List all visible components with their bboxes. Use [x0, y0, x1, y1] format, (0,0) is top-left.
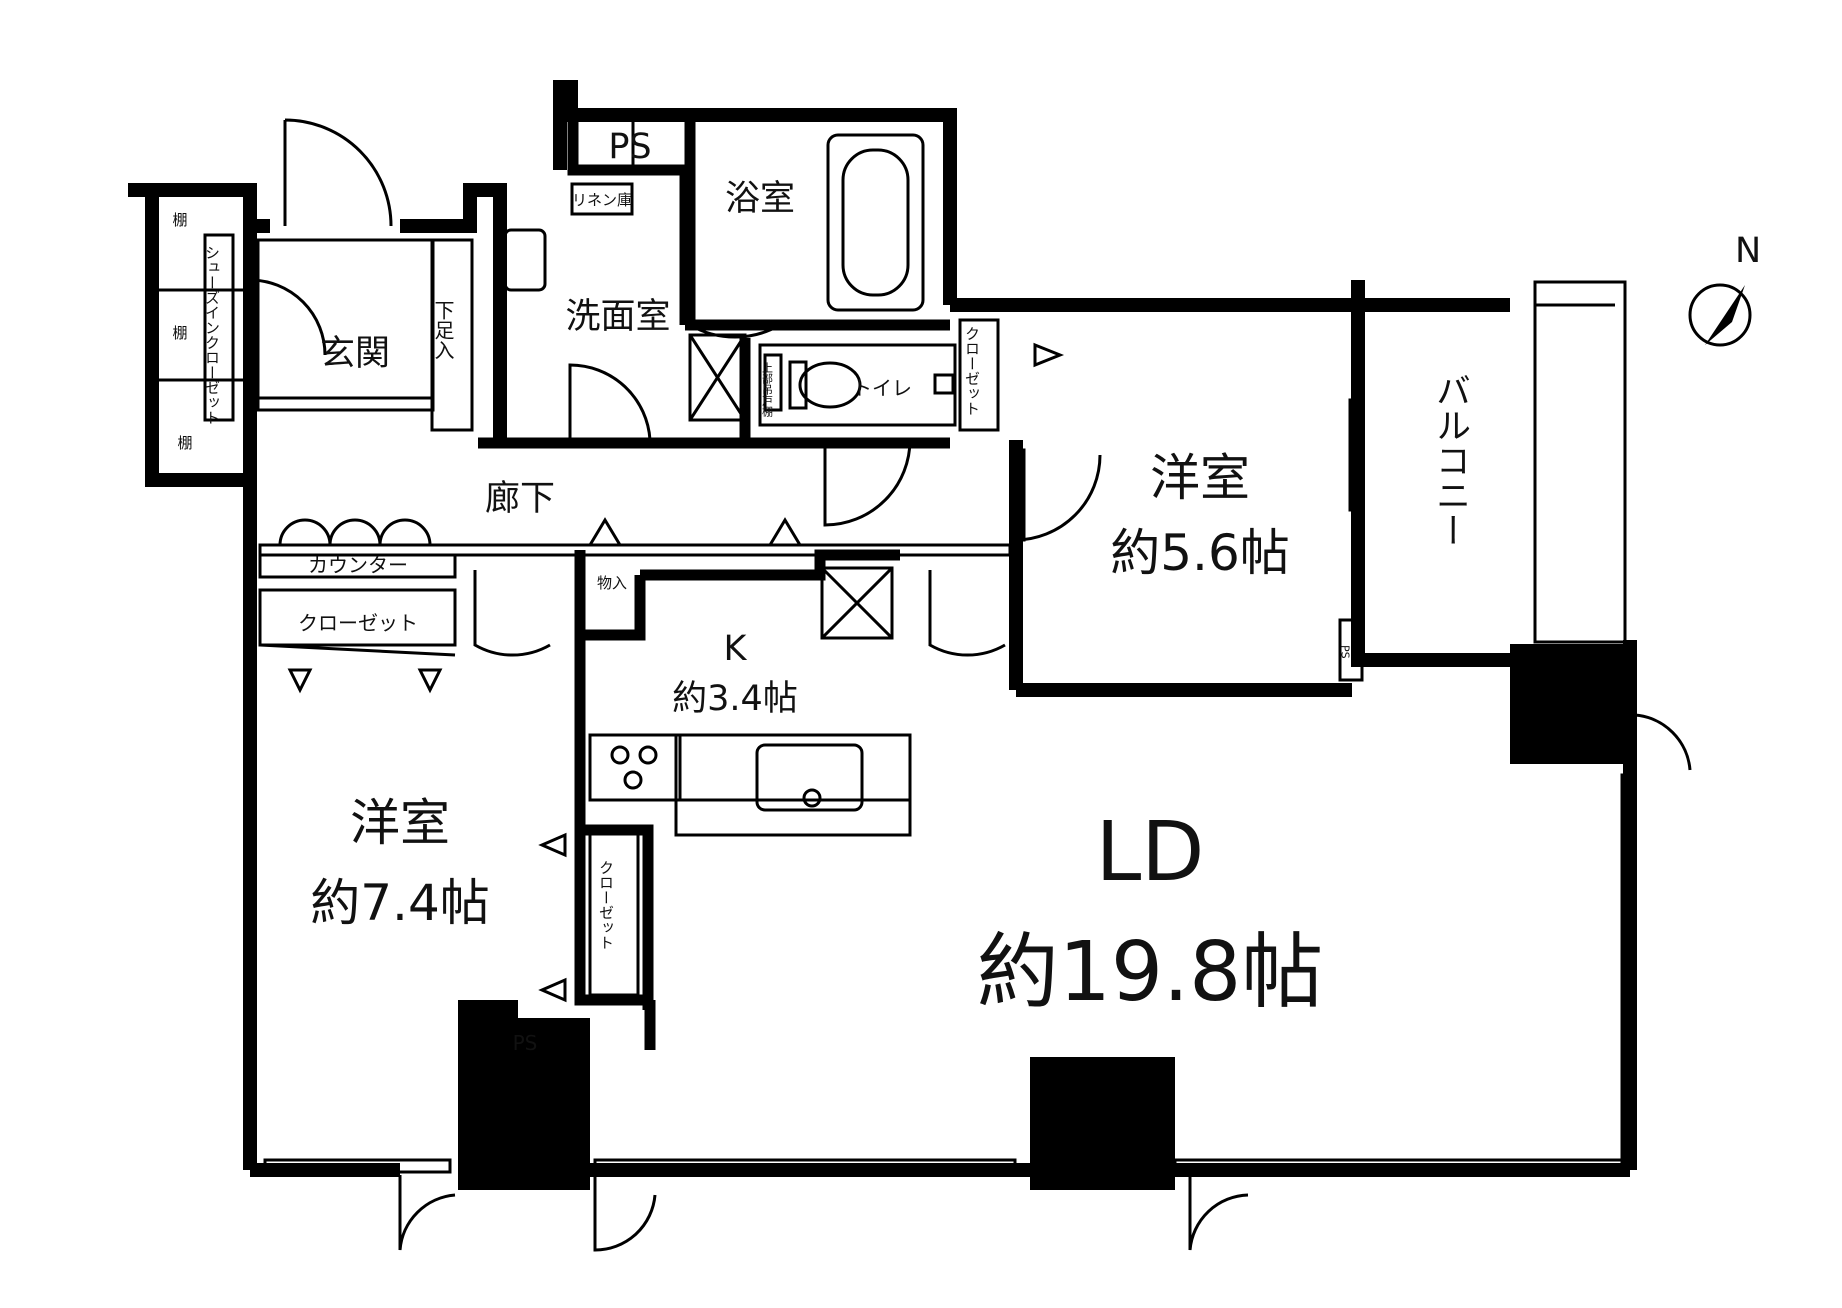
shelf-3-label: 棚 — [177, 434, 192, 452]
ps-balcony-label: PS — [1339, 645, 1352, 659]
linen-label: リネン庫 — [572, 191, 632, 209]
western-small-name: 洋室 — [1150, 449, 1250, 507]
pillars — [458, 80, 1630, 1190]
western-large-size: 約7.4帖 — [310, 874, 490, 932]
ps-top-label: PS — [608, 127, 651, 167]
counter-label: カウンター — [308, 553, 408, 577]
western-large-name: 洋室 — [350, 794, 450, 852]
ps-bottom-label: PS — [513, 1031, 538, 1055]
compass: N — [1688, 231, 1761, 347]
kitchen-name: K — [724, 629, 748, 669]
kitchen-size: 約3.4帖 — [672, 679, 798, 719]
thin-partitions — [152, 118, 1636, 1174]
storage-labels: PS PS PS リネン庫 シューズインクローゼット 棚 棚 棚 下足入 上部吊… — [172, 127, 1351, 1055]
shelf-1-label: 棚 — [172, 211, 187, 229]
closet-toilet-label: クローゼット — [963, 326, 981, 416]
shoes-closet-label: シューズインクローゼット — [203, 245, 221, 425]
closet-western-large-label: クローゼット — [298, 611, 418, 635]
washroom-name: 洗面室 — [565, 297, 670, 337]
toilet-name: トイレ — [852, 376, 912, 400]
interior-walls — [478, 120, 950, 1050]
ld-room-name: LD — [1096, 805, 1205, 900]
room-labels: LD 約19.8帖 洋室 約7.4帖 洋室 約5.6帖 K 約3.4帖 玄関 洗… — [310, 179, 1470, 1020]
balcony-name: バルコニー — [1430, 373, 1470, 548]
door-swings — [248, 118, 1692, 1252]
compass-ring-icon — [1688, 283, 1752, 347]
north-arrow-icon — [1705, 285, 1745, 345]
shelf-2-label: 棚 — [172, 324, 187, 342]
bathroom-name: 浴室 — [725, 179, 795, 219]
storage-small-label: 物入 — [597, 574, 627, 592]
closet-vertical-label: クローゼット — [597, 860, 615, 950]
ld-room-size: 約19.8帖 — [977, 925, 1324, 1020]
hallway-name: 廊下 — [485, 479, 555, 519]
upper-cabinet-label: 上部吊戸棚 — [761, 362, 774, 418]
geta-storage-label: 下足入 — [431, 300, 455, 360]
western-small-size: 約5.6帖 — [1110, 524, 1290, 582]
compass-north-label: N — [1735, 231, 1761, 271]
entrance-name: 玄関 — [320, 334, 390, 374]
